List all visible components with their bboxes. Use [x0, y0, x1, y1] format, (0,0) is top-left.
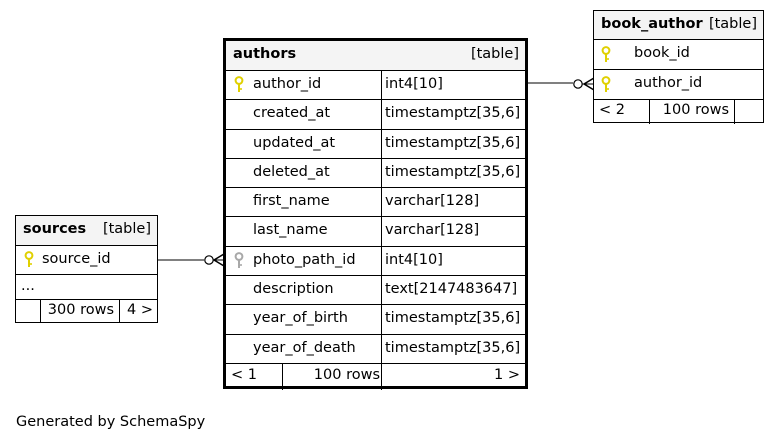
column-row[interactable]: author_id	[594, 70, 763, 100]
column-type: timestamptz[35,6]	[385, 163, 521, 180]
link-sources-authors	[158, 253, 225, 267]
column-name: author_id	[253, 76, 322, 92]
column-type: int4[10]	[385, 251, 443, 268]
column-row[interactable]: year_of_death timestamptz[35,6]	[226, 334, 525, 364]
column-name: first_name	[253, 193, 330, 210]
children-count: 4 >	[127, 302, 153, 318]
row-count: 100 rows	[313, 366, 380, 383]
column-row[interactable]: year_of_birth timestamptz[35,6]	[226, 305, 525, 335]
table-type-label: [table]	[102, 221, 151, 237]
more-columns-ellipsis: ...	[21, 278, 35, 294]
authors-header: authors [table]	[226, 41, 525, 71]
sources-header: sources [table]	[16, 216, 157, 246]
parents-count: < 1	[231, 366, 257, 383]
column-row[interactable]: updated_at timestamptz[35,6]	[226, 129, 525, 159]
column-row[interactable]: last_name varchar[128]	[226, 217, 525, 247]
column-type: timestamptz[35,6]	[385, 134, 521, 151]
column-row[interactable]: deleted_at timestamptz[35,6]	[226, 158, 525, 189]
column-name: description	[253, 281, 334, 298]
column-name: created_at	[253, 105, 331, 122]
column-type: int4[10]	[385, 76, 443, 92]
parents-count: < 2	[599, 102, 625, 118]
column-type: varchar[128]	[385, 222, 480, 239]
column-row[interactable]: source_id	[16, 246, 157, 275]
column-row[interactable]: book_id	[594, 40, 763, 70]
column-name: book_id	[634, 45, 690, 61]
column-name: last_name	[253, 222, 328, 239]
table-name: sources	[23, 221, 87, 237]
sources-table[interactable]: sources [table] source_id ... 300 rows 4…	[15, 215, 158, 323]
children-count: 1 >	[494, 366, 520, 383]
column-type: timestamptz[35,6]	[385, 339, 521, 356]
row-count: 300 rows	[47, 302, 114, 318]
column-row[interactable]: author_id int4[10]	[226, 71, 525, 103]
primary-key-icon	[24, 251, 34, 278]
table-type-label: [table]	[708, 16, 757, 32]
table-name: book_author	[601, 16, 703, 32]
sources-ellipsis-row: ...	[16, 275, 157, 300]
table-type-label: [table]	[470, 46, 519, 62]
link-authors-book-author	[527, 77, 595, 91]
column-name: updated_at	[253, 134, 336, 151]
column-name: year_of_birth	[253, 310, 348, 327]
sources-footer: 300 rows 4 >	[16, 300, 157, 323]
primary-key-icon	[601, 45, 611, 74]
column-row[interactable]: description text[2147483647]	[226, 276, 525, 306]
column-row[interactable]: created_at timestamptz[35,6]	[226, 100, 525, 130]
table-name: authors	[233, 46, 297, 62]
primary-key-icon	[601, 75, 611, 104]
authors-table[interactable]: authors [table] author_id int4[10] created…	[223, 38, 528, 390]
column-type: timestamptz[35,6]	[385, 105, 521, 122]
generated-by-label: Generated by SchemaSpy	[16, 414, 206, 430]
column-name: year_of_death	[253, 339, 356, 356]
column-name: photo_path_id	[253, 251, 356, 268]
column-row[interactable]: first_name varchar[128]	[226, 188, 525, 218]
book-author-table[interactable]: book_author [table] book_id author_id < 2…	[593, 10, 764, 124]
book-author-footer: < 2 100 rows	[594, 100, 763, 124]
column-name: deleted_at	[253, 163, 330, 180]
column-name: source_id	[42, 251, 111, 267]
authors-footer: < 1 100 rows 1 >	[226, 363, 525, 390]
column-type: text[2147483647]	[385, 281, 518, 298]
foreign-key-icon	[234, 252, 244, 279]
column-type: timestamptz[35,6]	[385, 310, 521, 327]
column-name: author_id	[634, 75, 703, 91]
row-count: 100 rows	[662, 102, 729, 118]
column-row[interactable]: photo_path_id int4[10]	[226, 246, 525, 279]
column-type: varchar[128]	[385, 193, 480, 210]
book-author-header: book_author [table]	[594, 11, 763, 40]
primary-key-icon	[234, 76, 244, 103]
